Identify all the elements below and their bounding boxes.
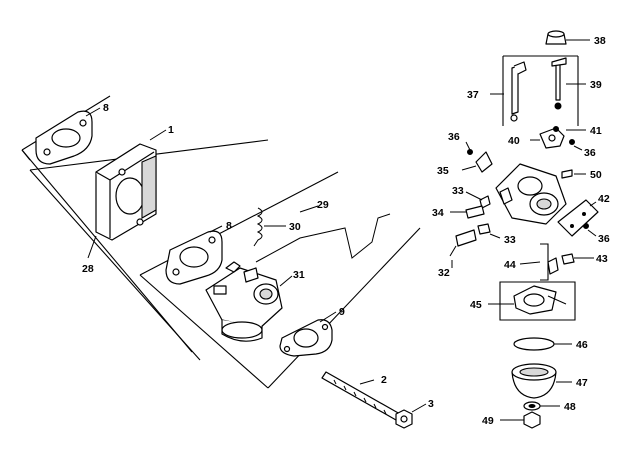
callout-36-b: 36 xyxy=(584,147,596,159)
callout-1: 1 xyxy=(168,124,174,136)
bracket-part-40 xyxy=(539,127,565,149)
callout-38: 38 xyxy=(594,35,606,47)
stud-part-2 xyxy=(321,371,401,421)
callout-44: 44 xyxy=(504,259,516,271)
callout-42: 42 xyxy=(598,193,610,205)
callout-32: 32 xyxy=(438,267,450,279)
screw-part-41 xyxy=(553,126,559,132)
callout-labels: 1 2 3 8 8 9 28 29 30 31 32 33 33 34 35 3… xyxy=(82,35,610,427)
callout-33-upper: 33 xyxy=(452,185,464,197)
jet-part-43 xyxy=(561,253,575,265)
group-frame-linkage xyxy=(502,55,579,126)
linkage-rod-part-29 xyxy=(255,213,391,263)
float-part-45 xyxy=(513,285,567,315)
callout-43: 43 xyxy=(596,253,608,265)
callout-34: 34 xyxy=(432,207,444,219)
callout-48: 48 xyxy=(564,401,576,413)
callout-2: 2 xyxy=(381,374,387,386)
callout-3: 3 xyxy=(428,398,434,410)
callout-45: 45 xyxy=(470,299,482,311)
callout-8-lower: 8 xyxy=(226,220,232,232)
callout-41: 41 xyxy=(590,125,602,137)
plug-part-50 xyxy=(561,169,573,179)
carburetor-part-31 xyxy=(205,261,283,342)
callout-29: 29 xyxy=(317,199,329,211)
lever-part-37 xyxy=(510,61,527,122)
cover-plate-part-42 xyxy=(557,199,599,237)
needle-part-33-lower xyxy=(477,223,491,235)
fitting-part-34 xyxy=(465,205,485,219)
gasket-part-8-lower xyxy=(165,230,223,285)
callout-9: 9 xyxy=(339,306,345,318)
bowl-nut-part-49 xyxy=(523,411,541,429)
nut-part-3 xyxy=(395,409,413,429)
bowl-gasket-part-46 xyxy=(513,337,555,351)
callout-28: 28 xyxy=(82,263,94,275)
callout-35: 35 xyxy=(437,165,449,177)
callout-37: 37 xyxy=(467,89,479,101)
callout-8-upper: 8 xyxy=(103,102,109,114)
callout-30: 30 xyxy=(289,221,301,233)
leader-lines xyxy=(85,39,597,421)
callout-33-lower: 33 xyxy=(504,234,516,246)
gasket-part-8-upper xyxy=(35,110,93,165)
callout-50: 50 xyxy=(590,169,602,181)
callout-40: 40 xyxy=(508,135,520,147)
fitting-part-33-upper xyxy=(479,195,491,209)
callout-46: 46 xyxy=(576,339,588,351)
gasket-part-9 xyxy=(279,319,333,357)
diaphragm-part-35 xyxy=(475,151,493,173)
callout-31: 31 xyxy=(293,269,305,281)
cap-part-38 xyxy=(545,30,567,45)
callout-36-a: 36 xyxy=(448,131,460,143)
float-pin-part-44 xyxy=(540,243,559,281)
callout-47: 47 xyxy=(576,377,588,389)
float-bowl-part-47 xyxy=(511,363,557,399)
callout-36-c: 36 xyxy=(598,233,610,245)
shaft-part-39 xyxy=(551,57,567,110)
spring-part-30 xyxy=(253,207,263,247)
spacer-part-1 xyxy=(95,143,157,241)
carburetor-body xyxy=(495,163,567,225)
washer-part-48 xyxy=(523,401,541,411)
callout-39: 39 xyxy=(590,79,602,91)
needle-part-32 xyxy=(449,229,477,257)
group-frame-float xyxy=(499,281,576,321)
callout-49: 49 xyxy=(482,415,494,427)
screw-part-36-a xyxy=(467,149,473,155)
screw-part-36-b xyxy=(569,139,575,145)
